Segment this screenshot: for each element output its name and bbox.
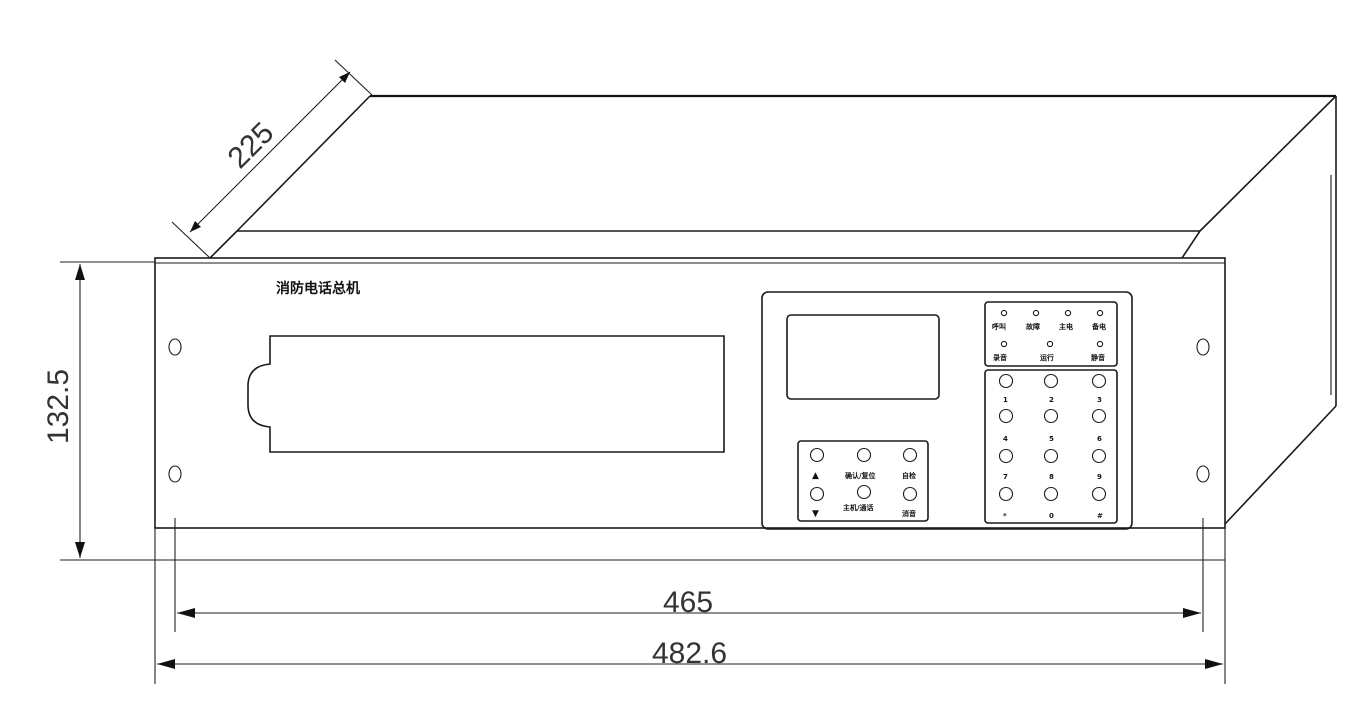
function-key-label: 消音: [902, 509, 916, 518]
key-9-button[interactable]: [1091, 448, 1107, 464]
indicators-row1: 呼叫 故障 主电 备电: [992, 309, 1106, 331]
key-5-button[interactable]: [1043, 408, 1059, 424]
key-4-button[interactable]: [998, 408, 1014, 424]
inner-width-dimension-label: 465: [663, 586, 713, 619]
key-label: #: [1097, 512, 1103, 520]
depth-dimension: 225: [171, 59, 373, 259]
function-key-panel: [797, 440, 929, 522]
host-call-button[interactable]: [856, 484, 872, 500]
keypad-panel: [984, 369, 1118, 524]
confirm-reset-button[interactable]: [856, 447, 872, 463]
function-keys: ▲ 确认/复位 自检 ▼ 主机/通话 消音: [809, 447, 918, 519]
up-button[interactable]: [809, 447, 825, 463]
indicator-label: 呼叫: [992, 322, 1006, 331]
indicator-label: 主电: [1059, 322, 1073, 331]
indicator-led: [1000, 340, 1008, 348]
key-label: 0: [1049, 512, 1054, 520]
indicator-led: [1000, 309, 1008, 317]
indicators-row2: 录音 运行 静音: [993, 340, 1105, 362]
key-0-button[interactable]: [1043, 486, 1059, 502]
indicator-label: 静音: [1091, 353, 1105, 362]
mounting-holes: [168, 338, 1210, 483]
key-label: 6: [1097, 435, 1102, 443]
outer-width-dimension-label: 482.6: [652, 637, 727, 670]
key-8-button[interactable]: [1043, 448, 1059, 464]
mounting-hole: [1196, 465, 1210, 483]
key-label: 3: [1097, 396, 1102, 404]
up-arrow-icon: ▲: [812, 471, 819, 481]
indicator-led: [1096, 309, 1104, 317]
key-6-button[interactable]: [1091, 408, 1107, 424]
indicator-led: [1032, 309, 1040, 317]
mounting-hole: [1196, 338, 1210, 356]
panel-title: 消防电话总机: [276, 280, 360, 297]
key-hash-button[interactable]: [1091, 486, 1107, 502]
indicator-label: 故障: [1026, 322, 1040, 331]
key-label: 2: [1049, 396, 1054, 404]
key-label: 7: [1003, 473, 1008, 481]
keypad: 1 2 3 4 5 6 7 8 9 * 0 #: [998, 373, 1107, 520]
lcd-screen: [786, 314, 940, 400]
key-label: 8: [1049, 473, 1054, 481]
key-1-button[interactable]: [998, 373, 1014, 389]
key-2-button[interactable]: [1043, 373, 1059, 389]
key-label: *: [1003, 512, 1007, 520]
key-3-button[interactable]: [1091, 373, 1107, 389]
indicator-led: [1046, 340, 1054, 348]
height-dimension-label: 132.5: [42, 369, 75, 444]
indicator-led: [1096, 340, 1104, 348]
down-button[interactable]: [809, 486, 825, 502]
inner-width-dimension: 465: [174, 518, 1204, 632]
cabinet-body: [209, 94, 1337, 525]
indicator-led: [1064, 309, 1072, 317]
mounting-hole: [168, 338, 182, 356]
control-module: [761, 291, 1133, 530]
key-label: 5: [1049, 435, 1054, 443]
indicator-panel: [984, 301, 1118, 367]
key-star-button[interactable]: [998, 486, 1014, 502]
down-arrow-icon: ▼: [812, 509, 819, 519]
indicator-label: 运行: [1040, 353, 1054, 362]
key-label: 1: [1003, 396, 1008, 404]
key-label: 9: [1097, 473, 1102, 481]
function-key-label: 确认/复位: [845, 471, 876, 480]
indicator-label: 备电: [1091, 322, 1106, 331]
function-key-label: 主机/通话: [843, 503, 874, 512]
function-key-label: 自检: [902, 471, 916, 480]
self-test-button[interactable]: [902, 447, 918, 463]
front-panel: [154, 257, 1226, 529]
outer-width-dimension: 482.6: [154, 528, 1226, 684]
key-label: 4: [1003, 435, 1008, 443]
printer-slot: [247, 335, 725, 453]
silence-button[interactable]: [902, 486, 918, 502]
mounting-hole: [168, 465, 182, 483]
key-7-button[interactable]: [998, 448, 1014, 464]
depth-dimension-label: 225: [222, 116, 281, 175]
height-dimension: 132.5: [42, 261, 1225, 561]
indicator-label: 录音: [993, 353, 1007, 362]
